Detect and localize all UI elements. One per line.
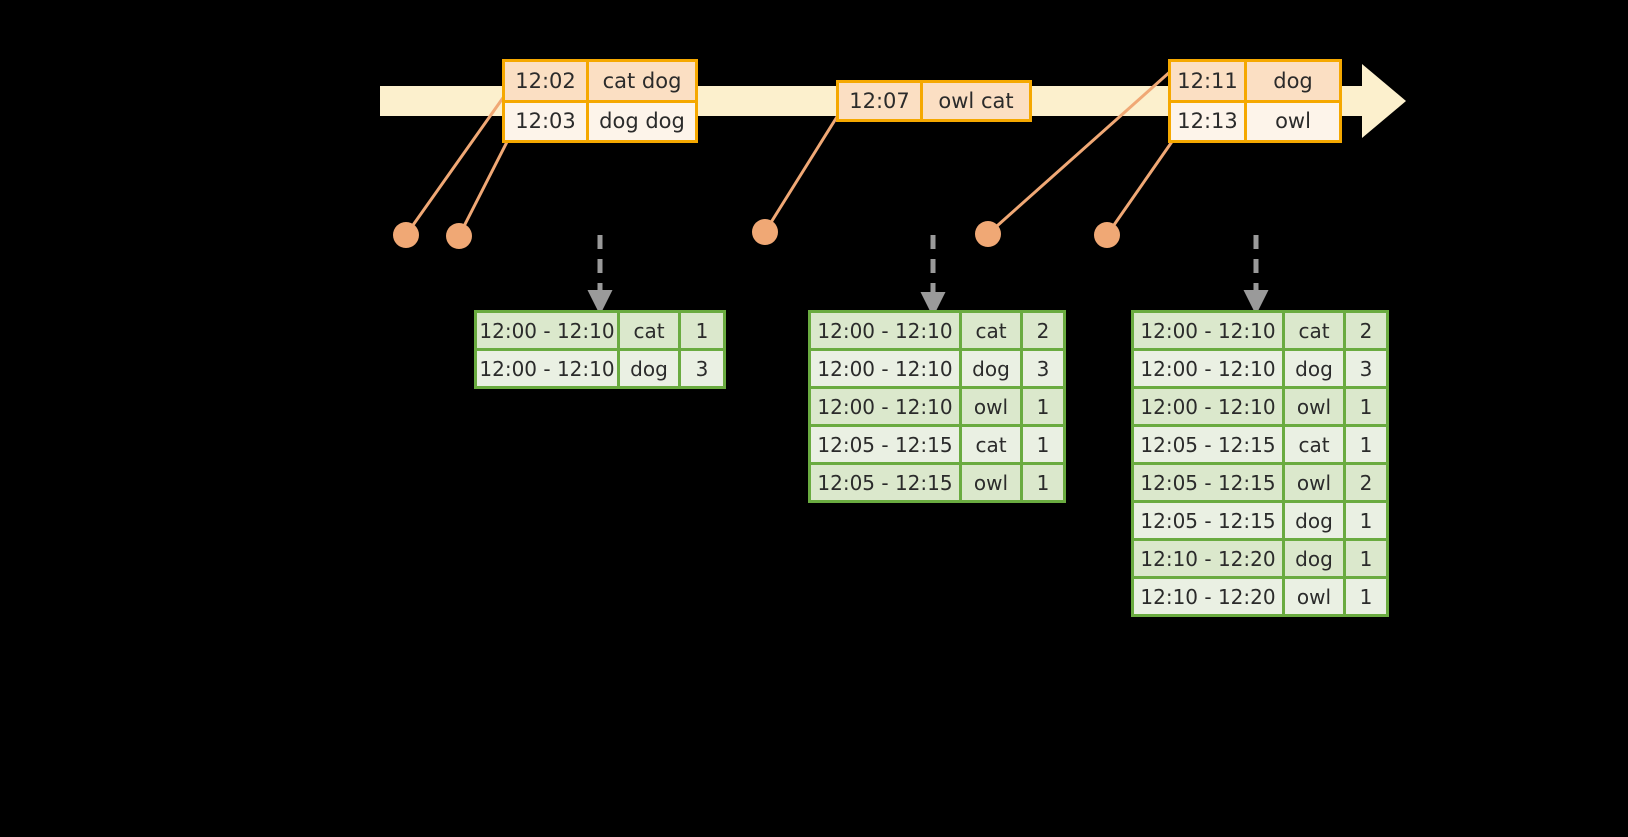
table-row[interactable]: 12:05 - 12:15 owl 1 [811, 465, 1063, 500]
event-words: dog dog [599, 109, 685, 134]
table-row[interactable]: 12:00 - 12:10 dog 3 [811, 351, 1063, 386]
word-cell: cat [1285, 313, 1343, 348]
count-cell: 1 [681, 313, 723, 348]
event-dots [393, 219, 1120, 249]
count-cell: 3 [1346, 351, 1386, 386]
result-table-1[interactable]: 12:00 - 12:10 cat 1 12:00 - 12:10 dog 3 [474, 310, 726, 389]
table-row[interactable]: 12:00 - 12:10 dog 3 [477, 351, 723, 386]
event-words: owl cat [938, 89, 1014, 113]
connector-line-2 [457, 131, 514, 237]
window-cell: 12:05 - 12:15 [1134, 503, 1282, 538]
event-dot-5 [1094, 222, 1120, 248]
event-words: cat dog [602, 68, 682, 93]
count-cell: 1 [1346, 427, 1386, 462]
event-row[interactable]: 12:13 owl [1171, 99, 1339, 140]
count-cell: 1 [1023, 427, 1063, 462]
count-cell: 1 [1346, 541, 1386, 576]
event-dot-3 [752, 219, 778, 245]
word-cell: dog [1285, 503, 1343, 538]
table-row[interactable]: 12:10 - 12:20 owl 1 [1134, 579, 1386, 614]
word-cell: owl [962, 465, 1020, 500]
result-table-2[interactable]: 12:00 - 12:10 cat 2 12:00 - 12:10 dog 3 … [808, 310, 1066, 503]
count-cell: 1 [1023, 389, 1063, 424]
event-row[interactable]: 12:02 cat dog [505, 62, 695, 100]
word-cell: owl [1285, 389, 1343, 424]
event-time: 12:07 [839, 83, 923, 119]
event-time: 12:03 [505, 102, 589, 140]
event-row[interactable]: 12:07 owl cat [839, 83, 1029, 119]
table-row[interactable]: 12:00 - 12:10 cat 1 [477, 313, 723, 348]
window-cell: 12:05 - 12:15 [1134, 427, 1282, 462]
count-cell: 1 [1346, 579, 1386, 614]
count-cell: 3 [1023, 351, 1063, 386]
window-cell: 12:00 - 12:10 [477, 351, 617, 386]
event-time: 12:13 [1171, 102, 1247, 140]
window-cell: 12:10 - 12:20 [1134, 579, 1282, 614]
table-row[interactable]: 12:05 - 12:15 cat 1 [811, 427, 1063, 462]
event-time: 12:02 [505, 62, 589, 100]
table-row[interactable]: 12:00 - 12:10 dog 3 [1134, 351, 1386, 386]
connector-line-5 [1105, 132, 1180, 236]
window-cell: 12:00 - 12:10 [811, 351, 959, 386]
table-row[interactable]: 12:00 - 12:10 owl 1 [1134, 389, 1386, 424]
table-row[interactable]: 12:05 - 12:15 cat 1 [1134, 427, 1386, 462]
count-cell: 1 [1346, 503, 1386, 538]
count-cell: 2 [1346, 465, 1386, 500]
window-cell: 12:05 - 12:15 [811, 465, 959, 500]
event-dot-1 [393, 222, 419, 248]
window-cell: 12:00 - 12:10 [811, 389, 959, 424]
connector-line-1 [404, 94, 507, 236]
table-row[interactable]: 12:00 - 12:10 cat 2 [811, 313, 1063, 348]
event-words: owl [1275, 109, 1311, 134]
count-cell: 1 [1023, 465, 1063, 500]
count-cell: 3 [681, 351, 723, 386]
event-words: dog [1273, 68, 1313, 93]
window-cell: 12:00 - 12:10 [1134, 313, 1282, 348]
table-row[interactable]: 12:00 - 12:10 cat 2 [1134, 313, 1386, 348]
flow-arrows [587, 235, 1269, 317]
word-cell: cat [620, 313, 678, 348]
word-cell: owl [962, 389, 1020, 424]
count-cell: 1 [1346, 389, 1386, 424]
window-cell: 12:00 - 12:10 [1134, 351, 1282, 386]
word-cell: cat [962, 313, 1020, 348]
event-group-2[interactable]: 12:07 owl cat [836, 80, 1032, 122]
word-cell: dog [1285, 351, 1343, 386]
window-cell: 12:10 - 12:20 [1134, 541, 1282, 576]
word-cell: owl [1285, 465, 1343, 500]
table-row[interactable]: 12:00 - 12:10 owl 1 [811, 389, 1063, 424]
event-time: 12:11 [1171, 62, 1247, 100]
event-dot-4 [975, 221, 1001, 247]
table-row[interactable]: 12:10 - 12:20 dog 1 [1134, 541, 1386, 576]
table-row[interactable]: 12:05 - 12:15 owl 2 [1134, 465, 1386, 500]
connector-line-3 [763, 111, 842, 233]
window-cell: 12:05 - 12:15 [1134, 465, 1282, 500]
word-cell: dog [620, 351, 678, 386]
word-cell: dog [1285, 541, 1343, 576]
count-cell: 2 [1023, 313, 1063, 348]
window-cell: 12:05 - 12:15 [811, 427, 959, 462]
event-row[interactable]: 12:11 dog [1171, 62, 1339, 100]
window-cell: 12:00 - 12:10 [811, 313, 959, 348]
table-row[interactable]: 12:05 - 12:15 dog 1 [1134, 503, 1386, 538]
event-group-3[interactable]: 12:11 dog 12:13 owl [1168, 59, 1342, 143]
window-cell: 12:00 - 12:10 [1134, 389, 1282, 424]
word-cell: cat [1285, 427, 1343, 462]
event-dot-2 [446, 223, 472, 249]
count-cell: 2 [1346, 313, 1386, 348]
word-cell: cat [962, 427, 1020, 462]
word-cell: dog [962, 351, 1020, 386]
window-cell: 12:00 - 12:10 [477, 313, 617, 348]
word-cell: owl [1285, 579, 1343, 614]
event-row[interactable]: 12:03 dog dog [505, 99, 695, 140]
event-group-1[interactable]: 12:02 cat dog 12:03 dog dog [502, 59, 698, 143]
result-table-3[interactable]: 12:00 - 12:10 cat 2 12:00 - 12:10 dog 3 … [1131, 310, 1389, 617]
